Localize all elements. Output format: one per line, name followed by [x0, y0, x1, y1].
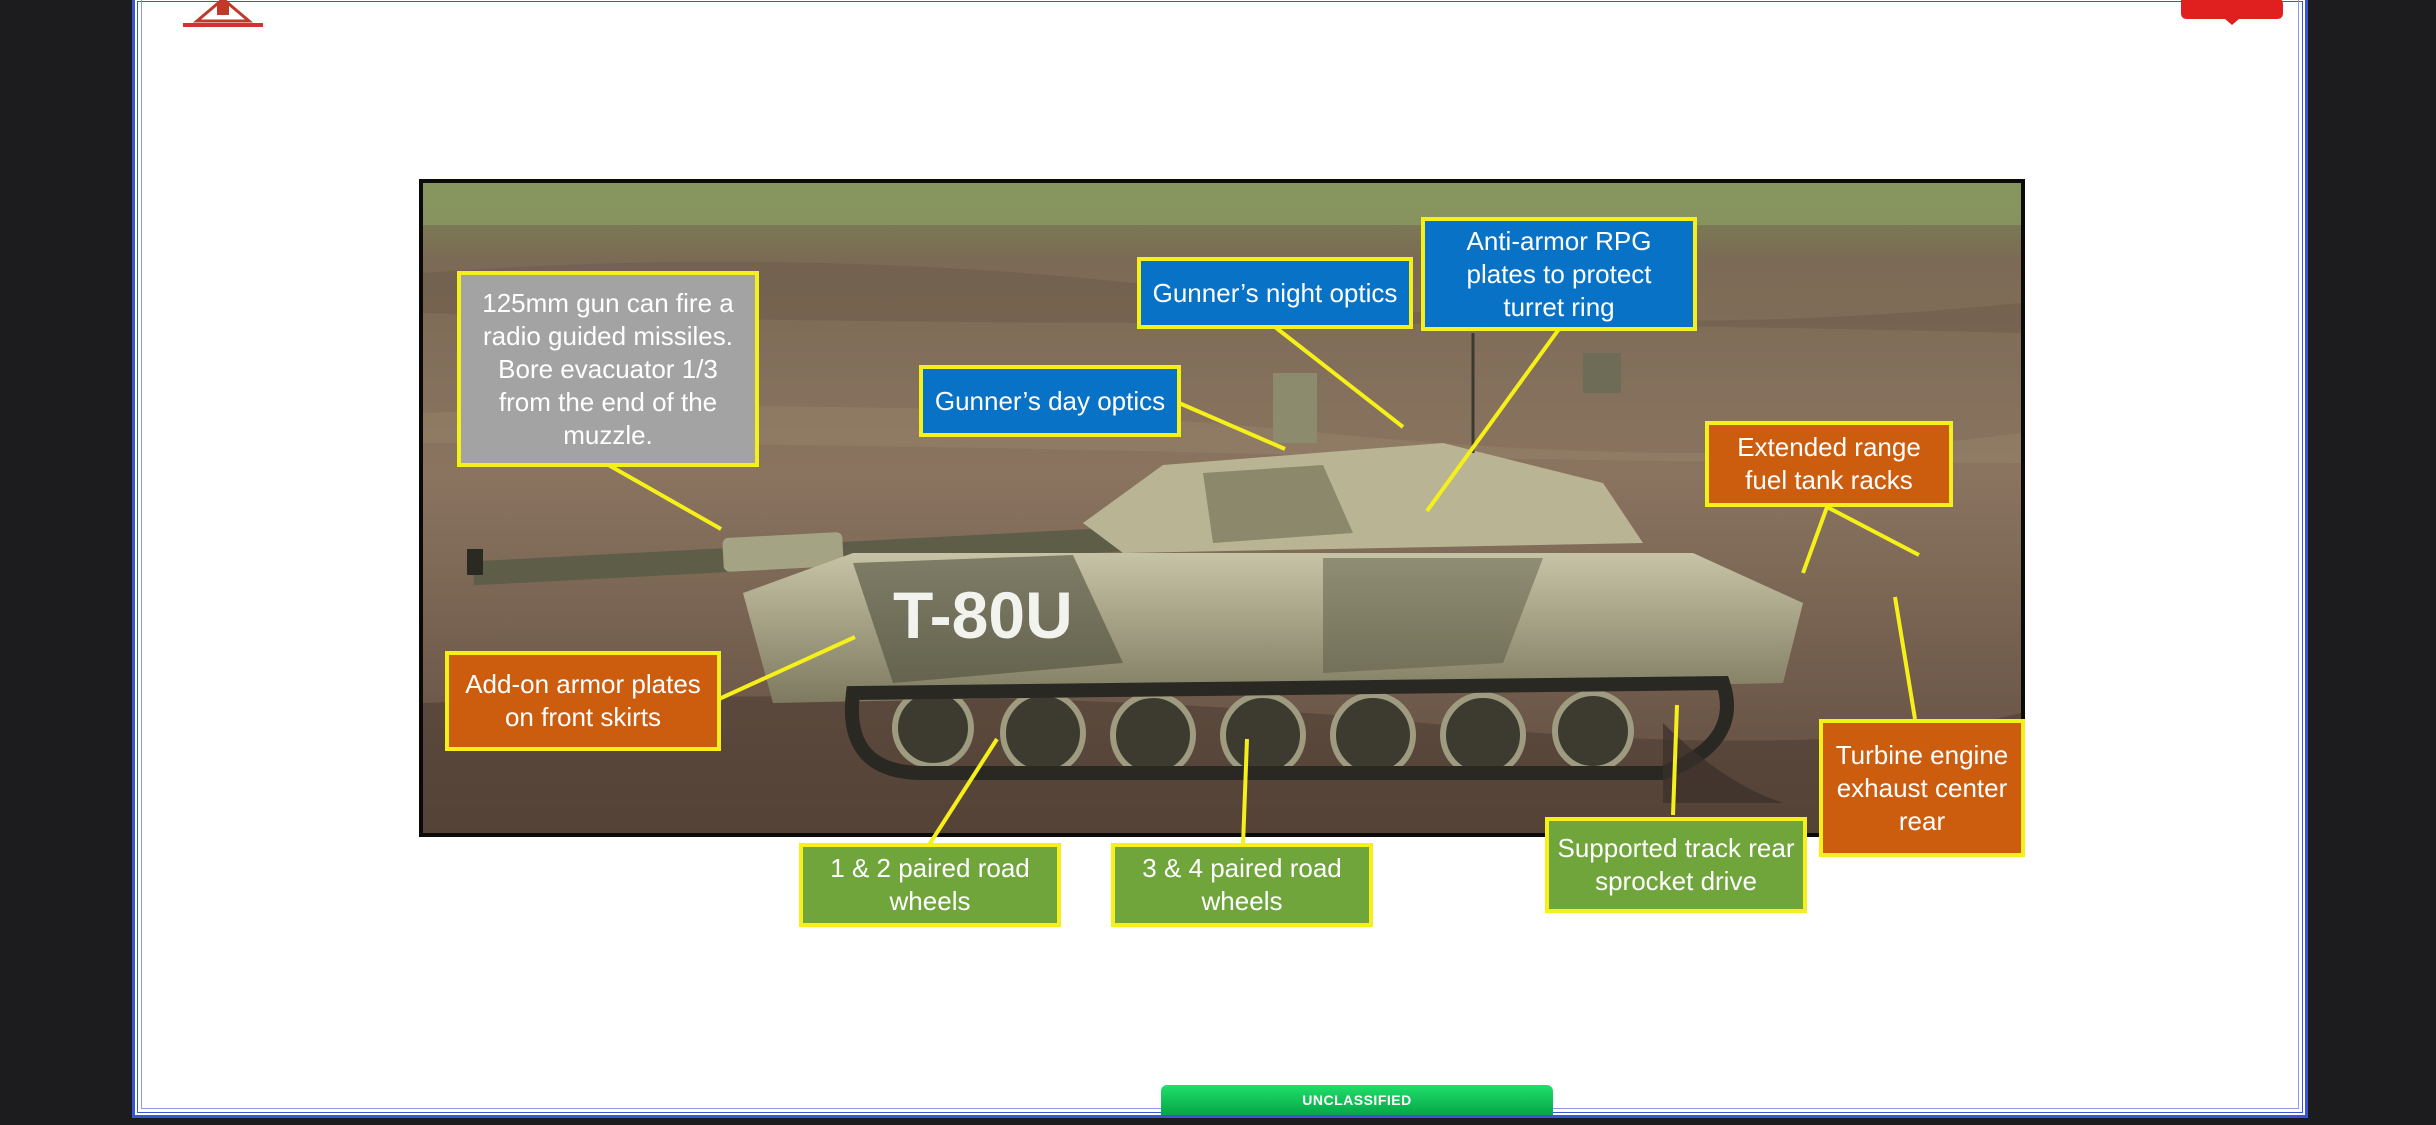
turret-marking: T-80U: [893, 578, 1073, 652]
callout-rpg-plates: Anti-armor RPG plates to protect turret …: [1421, 217, 1697, 331]
callout-armor-skirts: Add-on armor plates on front skirts: [445, 651, 721, 751]
callout-fuel-racks: Extended range fuel tank racks: [1705, 421, 1953, 507]
callout-rpg-plates-text: Anti-armor RPG plates to protect turret …: [1466, 225, 1652, 322]
callout-gun-text: 125mm gun can fire a radio guided missil…: [482, 287, 734, 450]
slide: T-80U: [132, 0, 2308, 1118]
callout-wheels-34-text: 3 & 4 paired road wheels: [1142, 853, 1342, 916]
callout-armor-skirts-text: Add-on armor plates on front skirts: [465, 669, 701, 732]
callout-exhaust: Turbine engine exhaust center rear: [1819, 719, 2025, 857]
classification-banner: UNCLASSIFIED: [1161, 1085, 1553, 1115]
callout-wheels-34: 3 & 4 paired road wheels: [1111, 843, 1373, 927]
callout-exhaust-text: Turbine engine exhaust center rear: [1835, 739, 2009, 836]
callout-fuel-racks-text: Extended range fuel tank racks: [1737, 432, 1921, 495]
callout-sprocket-text: Supported track rear sprocket drive: [1557, 833, 1795, 896]
callout-night-optics-text: Gunner’s night optics: [1152, 277, 1398, 308]
callout-gun: 125mm gun can fire a radio guided missil…: [457, 271, 759, 467]
callout-wheels-12: 1 & 2 paired road wheels: [799, 843, 1061, 927]
callout-sprocket: Supported track rear sprocket drive: [1545, 817, 1807, 913]
callout-wheels-12-text: 1 & 2 paired road wheels: [830, 853, 1030, 916]
classification-badge-icon: [2181, 0, 2283, 25]
unit-logo: [183, 0, 263, 27]
callout-day-optics-text: Gunner’s day optics: [934, 385, 1166, 416]
callout-day-optics: Gunner’s day optics: [919, 365, 1181, 437]
callout-night-optics: Gunner’s night optics: [1137, 257, 1413, 329]
